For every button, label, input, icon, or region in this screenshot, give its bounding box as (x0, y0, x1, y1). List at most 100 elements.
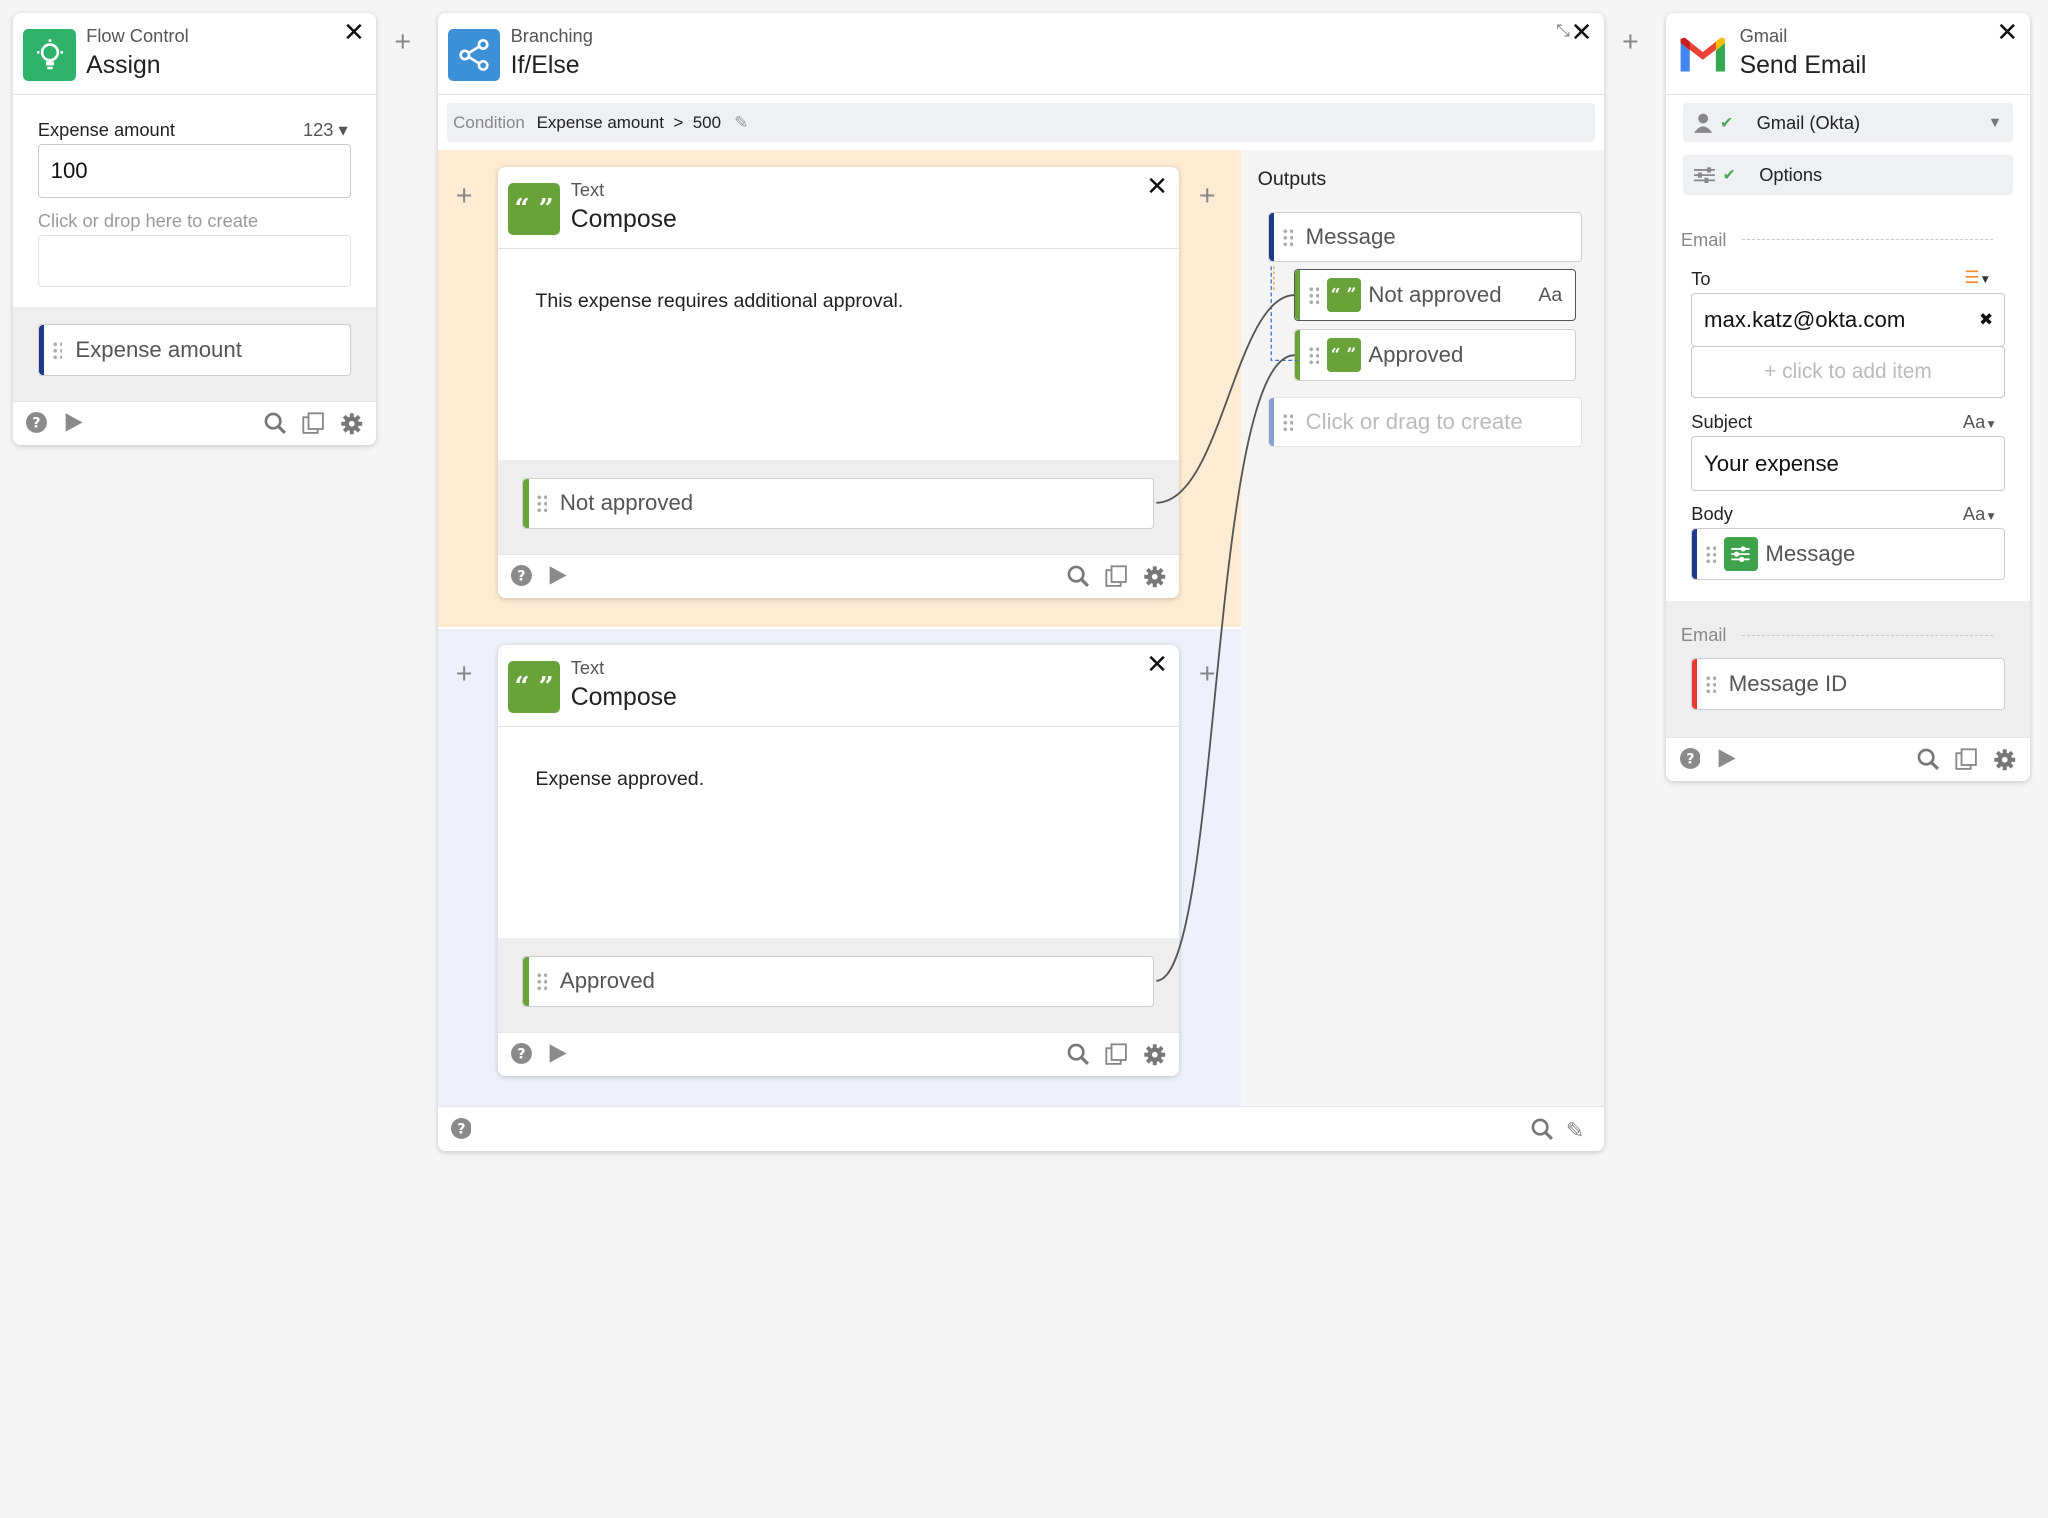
card-title: Compose (570, 206, 677, 234)
quote-icon: “ ” (1326, 278, 1361, 313)
options-toggle[interactable]: ✔ Options (1683, 155, 2013, 195)
play-icon[interactable] (547, 1043, 571, 1067)
card-subtitle: Gmail (1739, 24, 1788, 46)
assign-card-footer: ? (13, 400, 377, 446)
pencil-icon[interactable]: ✎ (1565, 1117, 1585, 1143)
output-expense-amount[interactable]: Expense amount (37, 323, 352, 377)
search-icon[interactable] (1531, 1118, 1555, 1142)
output-message-id[interactable]: Message ID (1691, 658, 2005, 711)
quote-icon: “ ” (508, 182, 561, 236)
play-icon[interactable] (1716, 748, 1740, 772)
search-icon[interactable] (264, 412, 288, 436)
body-type-selector[interactable]: Aa▼ (1962, 502, 1997, 524)
ifelse-card-header: Branching If/Else ⤡ ✕ (437, 13, 1604, 96)
subject-label: Subject (1691, 411, 1753, 433)
drag-handle-icon[interactable] (536, 972, 547, 991)
gear-icon[interactable] (1143, 565, 1167, 589)
output-create-placeholder[interactable]: Click or drag to create (1268, 397, 1582, 447)
list-type-icon[interactable]: ☰▼ (1964, 267, 1992, 287)
compose-card-approved: “ ” Text Compose ✕ Expense approved. App… (497, 645, 1180, 1077)
drag-handle-icon[interactable] (536, 494, 547, 513)
drag-handle-icon[interactable] (1705, 544, 1716, 563)
search-icon[interactable] (1917, 748, 1941, 772)
close-icon[interactable]: ✕ (1996, 16, 2019, 47)
add-step-plus[interactable]: + (394, 25, 412, 58)
assign-card-header: Flow Control Assign ✕ (13, 13, 377, 96)
output-approved[interactable]: Approved (522, 955, 1155, 1007)
help-icon[interactable]: ? (510, 565, 535, 589)
remove-item-icon[interactable]: ✖ (1979, 309, 1994, 329)
drop-zone[interactable] (37, 235, 352, 288)
assign-sliders-icon (1723, 536, 1758, 571)
compose-card-footer: ? (497, 1031, 1180, 1077)
card-title: Send Email (1739, 52, 1867, 80)
subject-type-selector[interactable]: Aa▼ (1962, 411, 1997, 433)
body-message-pill[interactable]: Message (1691, 527, 2005, 580)
quote-icon: “ ” (1326, 338, 1361, 373)
to-input[interactable]: max.katz@okta.com ✖ (1691, 292, 2005, 348)
drag-handle-icon[interactable] (51, 340, 63, 360)
field-label: Expense amount (37, 118, 175, 140)
play-icon[interactable] (63, 412, 87, 436)
drag-handle-icon[interactable] (1308, 285, 1319, 305)
close-icon[interactable]: ✕ (342, 16, 365, 47)
add-step-plus[interactable]: + (1622, 25, 1639, 58)
search-icon[interactable] (1067, 565, 1091, 589)
type-selector[interactable]: 123 ▾ (302, 118, 348, 140)
lightbulb-icon (23, 28, 76, 81)
search-icon[interactable] (1067, 1043, 1091, 1067)
compose-card-header: “ ” Text Compose ✕ (497, 167, 1180, 250)
gear-icon[interactable] (1143, 1043, 1167, 1067)
close-icon[interactable]: ✕ (1146, 170, 1169, 201)
condition-bar[interactable]: Condition Expense amount > 500 ✎ (446, 103, 1595, 143)
chevron-down-icon[interactable]: ▼ (1987, 114, 2003, 131)
gmail-card: Gmail Send Email ✕ ✔ Gmail (Okta) ▼ ✔ Op… (1666, 13, 2030, 781)
gmail-logo-icon (1676, 28, 1730, 81)
close-icon[interactable]: ✕ (1146, 648, 1169, 679)
add-branch-plus[interactable]: + (455, 179, 473, 212)
play-icon[interactable] (547, 565, 571, 589)
expense-amount-input[interactable]: 100 (37, 143, 352, 199)
help-icon[interactable]: ? (26, 412, 50, 436)
connection-selector[interactable]: ✔ Gmail (Okta) ▼ (1683, 103, 2013, 143)
output-not-approved[interactable]: Not approved (522, 477, 1155, 529)
assign-card: Flow Control Assign ✕ Expense amount 123… (13, 13, 377, 446)
copy-icon[interactable] (302, 412, 326, 436)
outputs-title: Outputs (1257, 168, 1327, 191)
copy-icon[interactable] (1955, 748, 1979, 772)
output-approved-mapping[interactable]: “ ” Approved (1294, 329, 1577, 382)
compose-body[interactable]: This expense requires additional approva… (535, 289, 904, 312)
help-icon[interactable]: ? (1679, 748, 1704, 772)
subject-input[interactable]: Your expense (1691, 436, 2005, 492)
drag-handle-icon[interactable] (1282, 227, 1293, 247)
drag-handle-icon[interactable] (1282, 412, 1293, 431)
body-label: Body (1691, 502, 1733, 524)
add-branch-plus[interactable]: + (1198, 657, 1216, 690)
drop-hint[interactable]: Click or drop here to create (37, 210, 259, 232)
output-not-approved-mapping[interactable]: “ ” Not approved Aa (1294, 269, 1577, 322)
output-message[interactable]: Message (1268, 211, 1582, 263)
gear-icon[interactable] (340, 412, 364, 436)
to-label: To (1691, 267, 1711, 289)
drag-handle-icon[interactable] (1308, 346, 1319, 365)
gear-icon[interactable] (1993, 748, 2017, 772)
collapse-icon[interactable]: ⤡ (1556, 20, 1570, 40)
card-subtitle: Flow Control (86, 24, 189, 46)
card-title: Compose (570, 684, 677, 712)
copy-icon[interactable] (1105, 1043, 1129, 1067)
condition-value: Expense amount > 500 (536, 112, 722, 132)
quote-icon: “ ” (508, 660, 561, 714)
drag-handle-icon[interactable] (1705, 675, 1716, 694)
compose-body[interactable]: Expense approved. (535, 767, 705, 790)
pencil-icon[interactable]: ✎ (734, 112, 749, 132)
text-type-icon[interactable]: Aa (1538, 283, 1563, 306)
help-icon[interactable]: ? (510, 1043, 535, 1067)
card-subtitle: Text (570, 656, 605, 678)
branch-connectors (1155, 266, 1297, 982)
add-item-button[interactable]: + click to add item (1691, 346, 2005, 399)
copy-icon[interactable] (1105, 565, 1129, 589)
add-branch-plus[interactable]: + (455, 657, 473, 690)
add-branch-plus[interactable]: + (1198, 179, 1216, 212)
close-icon[interactable]: ✕ (1570, 16, 1593, 47)
help-icon[interactable]: ? (450, 1117, 475, 1142)
